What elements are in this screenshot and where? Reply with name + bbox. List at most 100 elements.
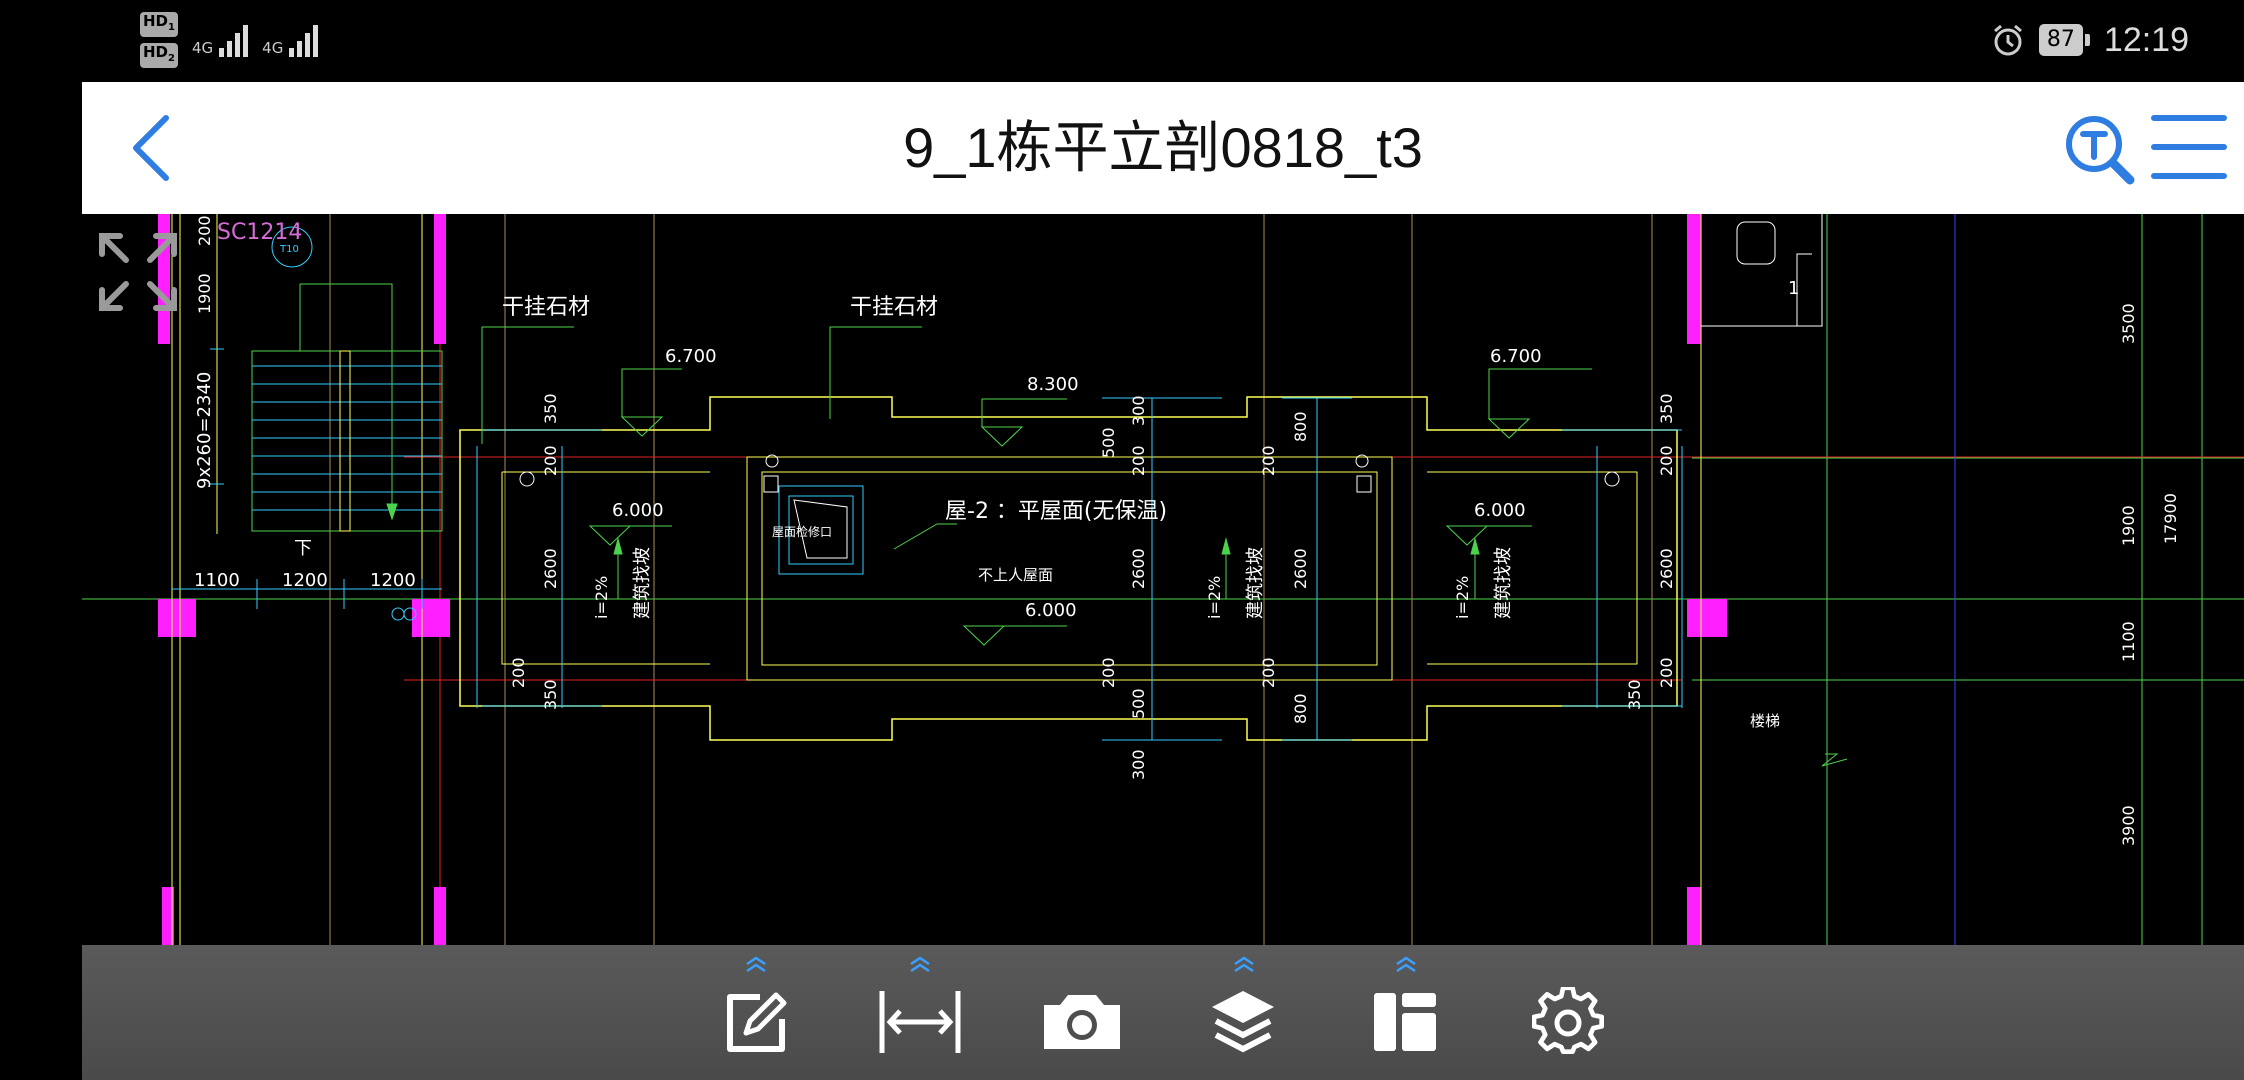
label-dim-200-f: 200 — [1259, 657, 1278, 688]
network-type-1: 4G — [191, 39, 214, 57]
label-dim-200-a: 200 — [541, 445, 560, 476]
expand-up-icon — [706, 955, 806, 975]
layers-icon — [1212, 991, 1274, 1053]
label-elev-600-left: 6.000 — [612, 500, 664, 521]
label-dim-1200b: 1200 — [370, 570, 416, 591]
fullscreen-icon — [99, 233, 177, 311]
label-dim-200-h: 200 — [1657, 657, 1676, 688]
roof-plan — [459, 326, 1683, 741]
layers-tool[interactable] — [1194, 955, 1294, 1073]
measure-tool[interactable] — [870, 955, 970, 1073]
label-dim-1200a: 1200 — [282, 570, 328, 591]
label-dim-1900-left: 1900 — [195, 273, 214, 314]
gear-icon — [1532, 987, 1604, 1055]
label-dim-3900: 3900 — [2119, 805, 2138, 846]
settings-tool[interactable] — [1518, 955, 1618, 1073]
label-slope-right-text: 建筑找坡 — [1493, 547, 1514, 619]
hd-indicators: HD1 HD2 — [140, 12, 178, 68]
label-dim-300-b: 300 — [1129, 749, 1148, 780]
text-search-icon — [2066, 116, 2135, 185]
label-elev-600-mid: 6.000 — [1025, 600, 1077, 621]
label-down: 下 — [294, 538, 312, 559]
label-dim-1100-right: 1100 — [2119, 621, 2138, 662]
measure-distance-icon — [879, 991, 961, 1053]
status-bar: HD1 HD2 4G 4G 87 12:19 — [0, 0, 2244, 80]
hamburger-menu-icon — [2151, 115, 2227, 179]
signal-bars-icon — [289, 23, 319, 57]
battery-indicator: 87 — [2038, 24, 2090, 56]
bottom-toolbar — [82, 945, 2244, 1080]
label-dim-200-top: 200 — [195, 215, 214, 246]
label-slope-mid-text: 建筑找坡 — [1245, 547, 1266, 619]
label-dim-300-a: 300 — [1129, 395, 1148, 426]
label-dim-500-b: 500 — [1129, 688, 1148, 719]
status-left: HD1 HD2 4G 4G — [140, 10, 319, 70]
menu-button[interactable] — [2150, 112, 2228, 182]
drawing-canvas[interactable]: SC1214 T10 干挂石材 干挂石材 6.700 8.300 6.700 6… — [82, 214, 2244, 945]
label-dim-800-a: 800 — [1291, 411, 1310, 442]
expand-up-icon — [1356, 955, 1456, 975]
chevron-left-icon — [133, 115, 169, 181]
label-t10: T10 — [279, 244, 299, 255]
label-dim-2600-a: 2600 — [541, 548, 560, 589]
page-title: 9_1栋平立剖0818_t3 — [903, 116, 1423, 179]
edit-note-icon — [727, 992, 787, 1052]
label-dim-1100: 1100 — [194, 570, 240, 591]
back-button[interactable] — [120, 112, 190, 184]
label-dim-2600-d: 2600 — [1657, 548, 1676, 589]
text-search-button[interactable] — [2062, 112, 2136, 186]
status-right: 87 12:19 — [1991, 14, 2189, 66]
app-header: 9_1栋平立剖0818_t3 — [82, 82, 2244, 214]
battery-level: 87 — [2038, 24, 2083, 56]
label-dim-200-c: 200 — [1129, 445, 1148, 476]
camera-tool[interactable] — [1032, 955, 1132, 1073]
signal-1: 4G — [191, 23, 249, 57]
right-room — [1700, 214, 1848, 945]
label-dim-2600-c: 2600 — [1291, 548, 1310, 589]
label-elev-670-left: 6.700 — [665, 346, 717, 367]
label-elev-670-right: 6.700 — [1490, 346, 1542, 367]
signal-2: 4G — [262, 23, 319, 57]
cad-drawing[interactable]: SC1214 T10 干挂石材 干挂石材 6.700 8.300 6.700 6… — [82, 214, 2244, 945]
expand-up-icon — [1194, 955, 1294, 975]
label-sc: SC1214 — [217, 220, 302, 245]
label-dim-200-g: 200 — [1657, 445, 1676, 476]
label-stone-left: 干挂石材 — [502, 295, 590, 320]
label-hatch: 屋面检修口 — [772, 524, 832, 539]
label-dim-200-b: 200 — [509, 657, 528, 688]
label-dim-800-b: 800 — [1291, 693, 1310, 724]
stair-plan — [171, 214, 443, 945]
fullscreen-button[interactable] — [96, 230, 180, 314]
battery-cap — [2084, 34, 2090, 46]
drawing-labels: SC1214 T10 干挂石材 干挂石材 6.700 8.300 6.700 6… — [194, 215, 2180, 846]
label-elev-600-right: 6.000 — [1474, 500, 1526, 521]
label-slope-right: i=2% — [1453, 576, 1472, 619]
label-roof-title: 屋-2 ：平屋面(无保温) — [945, 499, 1167, 524]
label-dim-1900-right: 1900 — [2119, 505, 2138, 546]
label-stair-count: 9x260=2340 — [194, 372, 215, 489]
label-slope-mid: i=2% — [1205, 576, 1224, 619]
clock: 12:19 — [2103, 20, 2189, 59]
layout-icon — [1374, 993, 1436, 1051]
label-dim-350-b: 350 — [541, 679, 560, 710]
label-no-access: 不上人屋面 — [978, 566, 1053, 584]
walls-magenta — [158, 214, 1727, 945]
label-slope-left-text: 建筑找坡 — [632, 547, 653, 619]
label-elev-830: 8.300 — [1027, 374, 1079, 395]
label-dim-200-d: 200 — [1099, 657, 1118, 688]
camera-icon — [1044, 995, 1120, 1049]
network-type-2: 4G — [262, 39, 284, 57]
label-dim-200-e: 200 — [1259, 445, 1278, 476]
label-dim-500-a: 500 — [1099, 427, 1118, 458]
label-stone-mid: 干挂石材 — [850, 295, 938, 320]
hd-badge-2: HD2 — [140, 43, 178, 68]
label-dim-17900: 17900 — [2161, 493, 2180, 544]
label-stair: 楼梯 — [1750, 712, 1780, 730]
label-room-1: 1 — [1788, 278, 1799, 299]
label-dim-350-c: 350 — [1657, 393, 1676, 424]
label-dim-2600-b: 2600 — [1129, 548, 1148, 589]
alarm-icon — [1993, 24, 2022, 56]
annotate-tool[interactable] — [706, 955, 806, 1073]
signal-bars-icon — [219, 23, 249, 57]
layout-tool[interactable] — [1356, 955, 1456, 1073]
